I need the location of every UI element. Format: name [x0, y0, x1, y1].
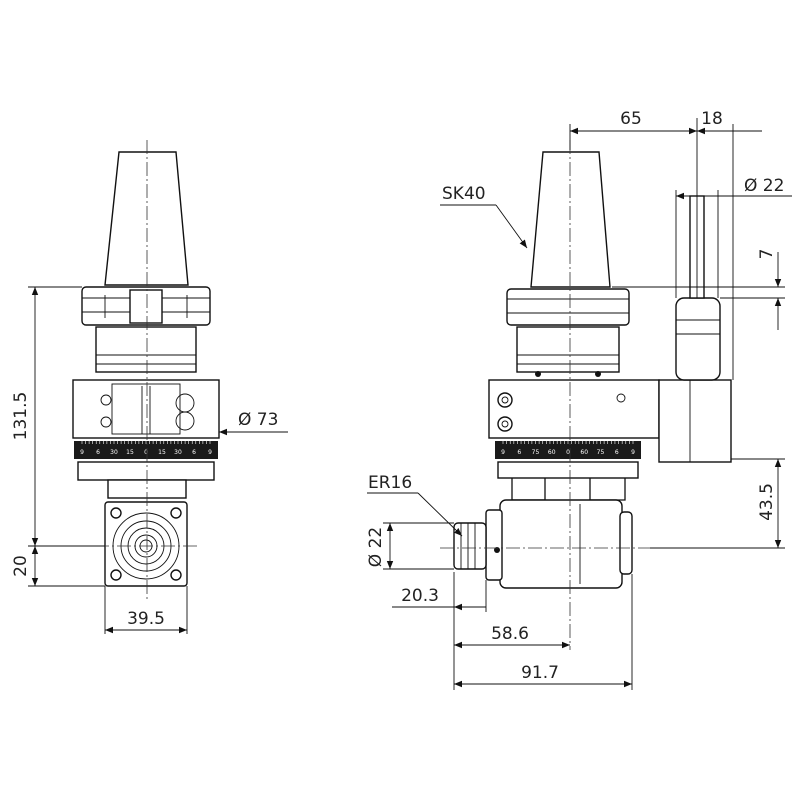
- front-scale-label: 15: [126, 449, 134, 456]
- side-stop-pin: [675, 297, 721, 381]
- front-scale-label: 9: [80, 449, 84, 456]
- front-lower-ring: [77, 461, 215, 481]
- dim-pin-height: 7: [757, 249, 777, 260]
- dim-width: 39.5: [127, 609, 165, 629]
- dim-offset-a: 65: [620, 109, 642, 129]
- side-scale-label: 75: [597, 449, 605, 456]
- front-scale-band: [74, 441, 218, 459]
- dim-height-total: 131.5: [11, 392, 31, 441]
- side-scale-label: 9: [631, 449, 635, 456]
- front-scale-label: 0: [144, 449, 148, 456]
- side-scale-label: 0: [566, 449, 570, 456]
- side-scale-label: 9: [501, 449, 505, 456]
- side-flange: [506, 288, 630, 326]
- front-scale-label: 15: [158, 449, 166, 456]
- side-angle-head: [499, 499, 623, 589]
- side-neck: [516, 326, 620, 373]
- dim-offset-b: 18: [701, 109, 723, 129]
- dim-collet-diameter: Ø 22: [366, 527, 386, 567]
- callout-collet: ER16: [368, 473, 412, 493]
- dim-pin-diameter: Ø 22: [744, 176, 784, 196]
- side-body: [488, 379, 660, 439]
- side-scale-label: 6: [517, 449, 521, 456]
- dim-len-b: 58.6: [491, 624, 529, 644]
- side-taper: [530, 151, 611, 288]
- side-view: 9 6 75 60 0 60 75 6 9 65 18 Ø 22: [366, 109, 792, 690]
- dim-spindle-offset: 20: [11, 555, 31, 577]
- front-scale-label: 6: [96, 449, 100, 456]
- dim-diameter: Ø 73: [238, 410, 278, 430]
- front-neck: [95, 326, 197, 373]
- side-scale-band: [495, 441, 641, 459]
- front-scale-label: 30: [110, 449, 118, 456]
- front-body: [72, 379, 220, 439]
- dim-len-c: 91.7: [521, 663, 559, 683]
- front-taper: [104, 151, 189, 286]
- dim-len-a: 20.3: [401, 586, 439, 606]
- side-scale-label: 60: [548, 449, 556, 456]
- side-lower-ring: [497, 461, 639, 479]
- side-stop-block: [658, 379, 732, 463]
- callout-taper: SK40: [442, 184, 486, 204]
- front-spindle-head: [104, 501, 188, 587]
- front-scale-label: 6: [192, 449, 196, 456]
- side-collet-nut: [453, 522, 487, 570]
- front-scale-label: 30: [174, 449, 182, 456]
- front-view: 9 6 30 15 0 15 30 6 9 131.5 20 39.5 Ø 73: [11, 140, 288, 634]
- dim-height-b: 43.5: [757, 483, 777, 521]
- side-scale-label: 60: [580, 449, 588, 456]
- front-scale-label: 9: [208, 449, 212, 456]
- side-scale-label: 6: [615, 449, 619, 456]
- side-scale-label: 75: [532, 449, 540, 456]
